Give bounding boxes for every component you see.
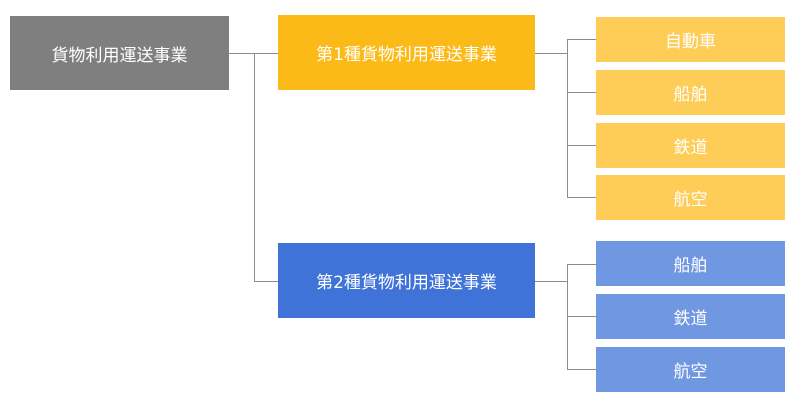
cat1-leaf-automobile: 自動車 — [596, 17, 785, 62]
leaf-label: 鉄道 — [673, 309, 708, 329]
leaf-label: 航空 — [673, 362, 708, 382]
cat1-leaf-ship: 船舶 — [596, 70, 785, 115]
category-1-node: 第1種貨物利用運送事業 — [278, 15, 535, 90]
leaf-label: 航空 — [673, 190, 708, 210]
category-2-label: 第2種貨物利用運送事業 — [316, 273, 497, 293]
leaf-label: 船舶 — [673, 85, 708, 105]
leaf-label: 船舶 — [673, 256, 708, 276]
cat2-leaf-aviation: 航空 — [596, 347, 785, 392]
leaf-label: 自動車 — [665, 32, 716, 52]
root-node: 貨物利用運送事業 — [10, 16, 229, 90]
cat2-leaf-railway: 鉄道 — [596, 294, 785, 339]
cat1-leaf-railway: 鉄道 — [596, 123, 785, 168]
cat1-leaf-aviation: 航空 — [596, 175, 785, 220]
root-label: 貨物利用運送事業 — [51, 45, 188, 66]
cat2-leaf-ship: 船舶 — [596, 241, 785, 286]
leaf-label: 鉄道 — [673, 138, 708, 158]
category-2-node: 第2種貨物利用運送事業 — [278, 243, 535, 318]
category-1-label: 第1種貨物利用運送事業 — [316, 45, 497, 65]
